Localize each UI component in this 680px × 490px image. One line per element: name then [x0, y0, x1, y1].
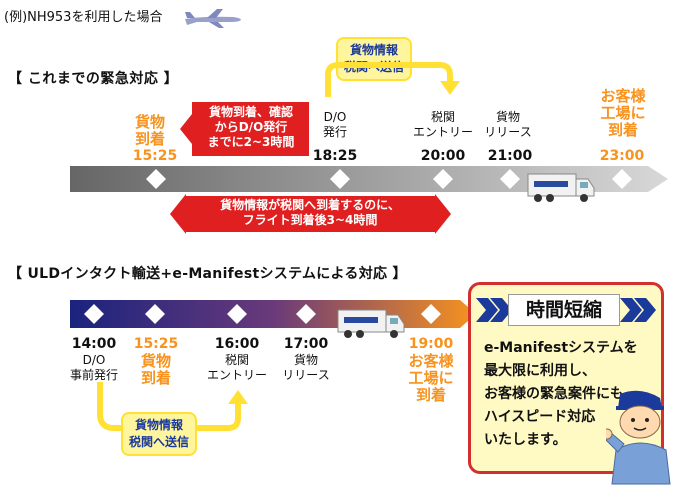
red-line: フライト到着後3~4時間 — [242, 213, 378, 227]
cargo-arrival-label: 貨物 到着 — [120, 114, 180, 148]
customs-entry-label: 税関 エントリー — [408, 110, 478, 140]
cargo-release-time: 21:00 — [487, 148, 533, 164]
label-line: 到着 — [607, 121, 638, 139]
yellow-line: 貨物情報 — [350, 43, 399, 57]
red-line: 貨物情報が税関へ到着するのに、 — [220, 198, 400, 212]
chevron-band-icon — [476, 298, 656, 322]
label-line: D/O — [82, 353, 106, 367]
description-line: 最大限に利用し、 — [484, 363, 596, 379]
do-issue-label: D/O 発行 — [315, 110, 355, 140]
customer-arrival-label: お客様 工場に 到着 — [588, 88, 658, 139]
customer-arrival-time: 23:00 — [599, 148, 645, 164]
new-customs-entry-label: 税関 エントリー — [202, 353, 272, 383]
time-saving-title: 時間短縮 — [508, 294, 620, 326]
label-line: お客様 — [600, 87, 646, 105]
description-line: ハイスピード対応 — [484, 409, 596, 425]
new-cargo-release-label: 貨物 リリース — [276, 353, 336, 383]
do-issue-time: 18:25 — [312, 148, 358, 164]
description-line: e-Manifestシステムを — [484, 340, 638, 356]
worker-character-icon — [606, 390, 671, 485]
new-cargo-arrival-time: 15:25 — [133, 336, 179, 352]
label-line: お客様 — [408, 352, 454, 370]
milestone-marker — [330, 169, 350, 189]
new-cargo-arrival-label: 貨物 到着 — [126, 353, 186, 387]
milestone-marker — [145, 304, 165, 324]
milestone-marker — [296, 304, 316, 324]
label-line: エントリー — [412, 125, 473, 139]
label-line: 税関 — [430, 110, 455, 124]
label-line: 工場に — [408, 369, 454, 387]
red-line: からD/O発行 — [214, 120, 288, 134]
cargo-release-label: 貨物 リリース — [478, 110, 538, 140]
label-line: 到着 — [140, 369, 171, 387]
label-line: リリース — [282, 368, 330, 382]
cargo-arrival-time: 15:25 — [132, 148, 178, 164]
do-pre-issue-label: D/O 事前発行 — [60, 353, 128, 383]
label-line: 貨物 — [495, 110, 520, 124]
label-line: エントリー — [206, 368, 267, 382]
cargo-info-to-customs-box: 貨物情報 税関へ送信 — [121, 412, 198, 456]
milestone-marker — [227, 304, 247, 324]
milestone-marker — [500, 169, 520, 189]
label-line: 税関 — [224, 353, 249, 367]
milestone-marker — [433, 169, 453, 189]
yellow-line: 貨物情報 — [135, 418, 184, 432]
label-line: 事前発行 — [69, 368, 118, 382]
milestone-marker — [612, 169, 632, 189]
new-customer-arrival-label: お客様 工場に 到着 — [396, 353, 466, 404]
airplane-icon — [185, 9, 241, 28]
current-section-title: 【 これまでの緊急対応 】 — [8, 71, 179, 87]
red-double-arrow — [170, 194, 451, 234]
description-line: いたします。 — [484, 432, 567, 448]
yellow-line: 税関へ送信 — [129, 435, 190, 449]
milestone-marker — [84, 304, 104, 324]
description-line: お客様の緊急案件にも — [484, 386, 624, 402]
label-line: リリース — [484, 125, 532, 139]
new-release-time: 17:00 — [283, 336, 329, 352]
milestone-marker — [421, 304, 441, 324]
truck-icon — [337, 309, 405, 338]
label-line: 貨物 — [134, 113, 165, 131]
label-line: 発行 — [322, 125, 347, 139]
new-section-title: 【 ULDインタクト輸送+e-Manifestシステムによる対応 】 — [8, 266, 407, 282]
red-line: 貨物到着、確認 — [208, 105, 293, 119]
milestone-marker — [146, 169, 166, 189]
red-arrow-text: 貨物到着、確認 からD/O発行 までに2~3時間 — [192, 105, 310, 150]
label-line: D/O — [323, 110, 347, 124]
truck-icon — [527, 173, 595, 202]
label-line: 貨物 — [140, 352, 171, 370]
new-customer-time: 19:00 — [408, 336, 454, 352]
label-line: 到着 — [415, 386, 446, 404]
new-timeline-bar — [70, 300, 476, 328]
customs-entry-time: 20:00 — [420, 148, 466, 164]
example-label: (例)NH953を利用した場合 — [4, 10, 163, 25]
label-line: 到着 — [134, 130, 165, 148]
curved-arrow-icon — [325, 62, 460, 97]
current-timeline-bar — [70, 166, 668, 192]
red-arrow-box — [180, 102, 309, 156]
time-saving-description: e-Manifestシステムを 最大限に利用し、 お客様の緊急案件にも ハイスピ… — [484, 337, 638, 452]
red-double-arrow-text: 貨物情報が税関へ到着するのに、 フライト到着後3~4時間 — [190, 198, 430, 228]
label-line: 貨物 — [293, 353, 318, 367]
red-line: までに2~3時間 — [207, 135, 295, 149]
do-pre-issue-time: 14:00 — [71, 336, 117, 352]
new-customs-time: 16:00 — [214, 336, 260, 352]
label-line: 工場に — [600, 104, 646, 122]
